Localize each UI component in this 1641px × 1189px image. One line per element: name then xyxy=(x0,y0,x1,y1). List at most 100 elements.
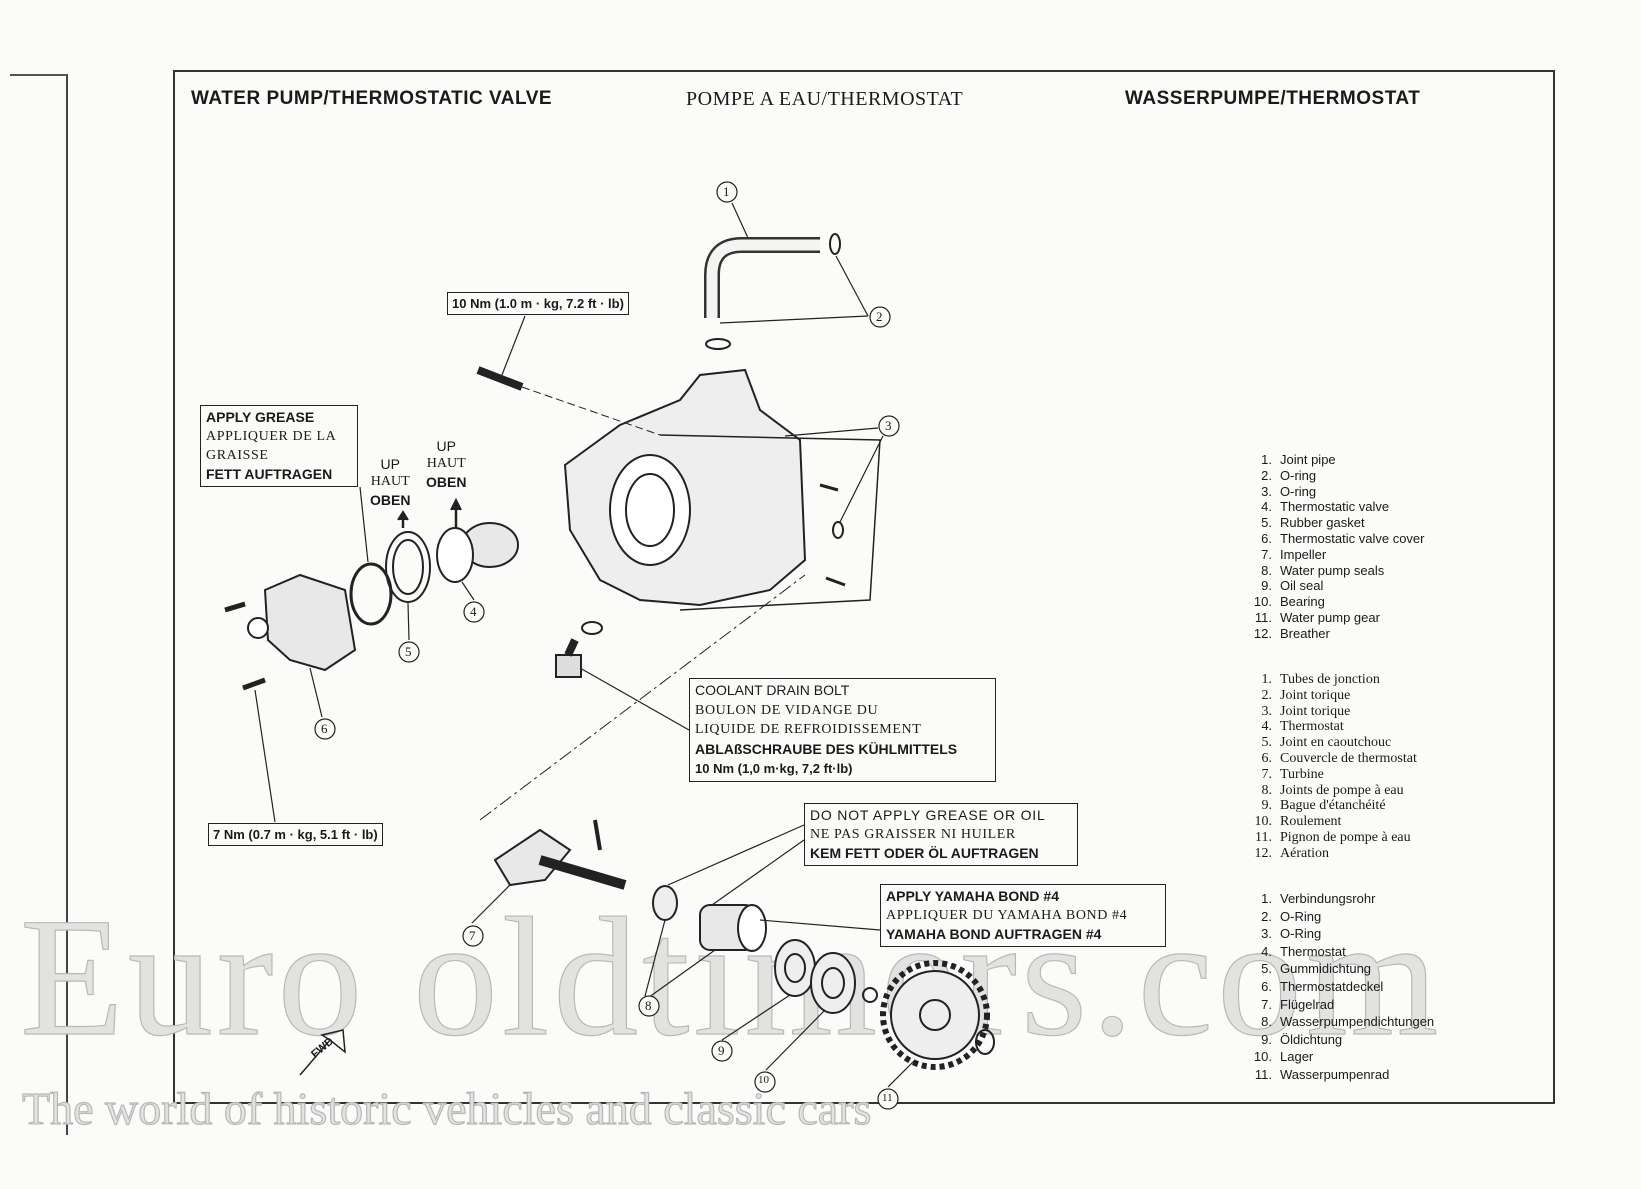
rubber-gasket xyxy=(385,531,431,603)
legend-number: 4. xyxy=(1261,719,1273,735)
legend-item: 1.Joint pipe xyxy=(1238,452,1425,468)
legend-number: 11. xyxy=(1254,609,1272,625)
note-line: LIQUIDE DE REFROIDISSEMENT xyxy=(695,722,922,737)
note-line: APPLIQUER DU YAMAHA BOND #4 xyxy=(886,908,1128,923)
diagram-frame xyxy=(173,70,1555,1104)
legend-number: 10. xyxy=(1253,1049,1272,1065)
thermostat-cover xyxy=(263,573,357,672)
note-line: 10 Nm (1,0 m·kg, 7,2 ft·lb) xyxy=(695,761,853,776)
legend-text: Joint en caoutchouc xyxy=(1280,735,1392,751)
part-number: 3 xyxy=(885,418,892,433)
legend-item: 8. Water pump seals xyxy=(1238,563,1425,579)
legend-number: 8. xyxy=(1261,782,1273,798)
note-line: KEM FETT ODER ÖL AUFTRAGEN xyxy=(810,845,1039,861)
note-line: APPLY GREASE xyxy=(206,409,315,425)
legend-item: 3.Joint torique xyxy=(1238,704,1417,720)
part-number-markers xyxy=(314,181,900,1110)
o-ring-grease xyxy=(349,562,393,626)
legend-item: 5.Gummidichtung xyxy=(1238,960,1434,978)
note-line: BOULON DE VIDANGE DU xyxy=(695,702,879,718)
title-en: WATER PUMP/THERMOSTATIC VALVE xyxy=(191,88,553,109)
impeller xyxy=(493,828,572,887)
legend-item: 1.Verbindungsrohr xyxy=(1238,890,1434,908)
legend-item: 7. Turbine xyxy=(1238,767,1417,783)
legend-number: 12. xyxy=(1253,625,1272,641)
legend-number: 10. xyxy=(1253,594,1272,610)
legend-number: 6. xyxy=(1261,530,1272,546)
part-number: 2 xyxy=(876,309,883,324)
legend-text: Joint torique xyxy=(1280,703,1351,719)
legend-text: Thermostatic valve cover xyxy=(1280,530,1425,546)
torque-spec-pipe-bolt: 10 Nm (1.0 m · kg, 7.2 ft · lb) xyxy=(447,292,629,315)
legend-number: 1. xyxy=(1261,891,1272,906)
legend-text: Impeller xyxy=(1280,546,1327,562)
legend-item: 6. Thermostatdeckel xyxy=(1238,978,1434,996)
legend-item: 10. Lager xyxy=(1238,1048,1434,1066)
legend-text: Joints de pompe à eau xyxy=(1280,782,1404,798)
legend-number: 6. xyxy=(1261,978,1272,994)
part-number: 4 xyxy=(470,604,477,619)
legend-number: 8. xyxy=(1261,562,1272,578)
legend-item: 5. Joint en caoutchouc xyxy=(1238,735,1417,751)
up-indicator-thermostat: UP HAUT OBEN xyxy=(426,437,466,491)
note-line: GRAISSE xyxy=(206,448,269,463)
legend-number: 11. xyxy=(1255,829,1272,845)
legend-number: 1. xyxy=(1261,672,1273,687)
legend-text: Bearing xyxy=(1280,594,1325,610)
legend-number: 5. xyxy=(1261,735,1273,751)
title-fr: POMPE A EAU/THERMOSTAT xyxy=(686,88,964,110)
legend-text: Thermostat xyxy=(1280,943,1346,959)
legend-number: 11. xyxy=(1254,1066,1272,1082)
coolant-drain-bolt-note: COOLANT DRAIN BOLT BOULON DE VIDANGE DU … xyxy=(689,678,996,782)
legend-text: Tubes de jonction xyxy=(1280,672,1380,687)
legend-number: 9. xyxy=(1261,578,1272,594)
legend-item: 2.Joint torique xyxy=(1238,688,1417,704)
yamaha-bond-note: APPLY YAMAHA BOND #4 APPLIQUER DU YAMAHA… xyxy=(880,884,1166,947)
legend-item: 4.Thermostat xyxy=(1238,943,1434,961)
up-indicator-gasket: UP HAUT OBEN xyxy=(370,455,410,509)
part-number: 9 xyxy=(718,1043,725,1058)
legend-text: O-ring xyxy=(1280,483,1317,499)
legend-item: 11. Water pump gear xyxy=(1238,610,1425,626)
fwd-arrow-icon xyxy=(299,1029,346,1076)
legend-number: 7. xyxy=(1261,546,1272,562)
note-line: NE PAS GRAISSER NI HUILER xyxy=(810,827,1016,842)
legend-text: Water pump gear xyxy=(1280,609,1380,625)
legend-text: Bague d'étanchéité xyxy=(1280,798,1386,814)
legend-item: 4. Thermostat xyxy=(1238,719,1417,735)
legend-item: 12.Breather xyxy=(1238,626,1425,642)
legend-number: 10. xyxy=(1254,814,1273,830)
legend-text: Gummidichtung xyxy=(1280,961,1372,977)
note-line: FETT AUFTRAGEN xyxy=(206,466,333,482)
legend-text: Flügelrad xyxy=(1280,996,1335,1012)
legend-item: 8.Wasserpumpendichtungen xyxy=(1238,1013,1434,1031)
legend-text: Wasserpumpendichtungen xyxy=(1280,1014,1435,1030)
note-line: HAUT xyxy=(370,474,410,489)
legend-text: Turbine xyxy=(1280,766,1324,782)
legend-text: Thermostat xyxy=(1280,719,1344,735)
legend-number: 1. xyxy=(1261,452,1272,467)
legend-text: Lager xyxy=(1280,1049,1314,1065)
torque-spec-cover-bolt: 7 Nm (0.7 m · kg, 5.1 ft · lb) xyxy=(208,823,383,846)
legend-item: 12.Aération xyxy=(1238,846,1417,862)
legend-number: 7. xyxy=(1261,766,1273,782)
legend-item: 1. Tubes de jonction xyxy=(1238,672,1417,688)
legend-text: O-Ring xyxy=(1280,908,1322,924)
legend-number: 5. xyxy=(1261,515,1272,531)
note-line: OBEN xyxy=(426,474,467,490)
legend-item: 2.O-Ring xyxy=(1238,908,1434,926)
legend-number: 3. xyxy=(1261,483,1272,499)
legend-number: 6. xyxy=(1261,750,1273,766)
legend-item: 8. Joints de pompe à eau xyxy=(1238,783,1417,799)
legend-number: 9. xyxy=(1261,1031,1272,1047)
legend-number: 7. xyxy=(1261,996,1272,1012)
legend-text: Water pump seals xyxy=(1280,562,1385,578)
legend-text: Thermostatdeckel xyxy=(1280,978,1384,994)
legend-item: 6.Couvercle de thermostat xyxy=(1238,751,1417,767)
legend-text: Oil seal xyxy=(1280,578,1324,594)
note-line: OBEN xyxy=(370,492,411,508)
apply-grease-note: APPLY GREASE APPLIQUER DE LA GRAISSE FET… xyxy=(200,405,358,487)
part-number: 1 xyxy=(723,184,730,199)
